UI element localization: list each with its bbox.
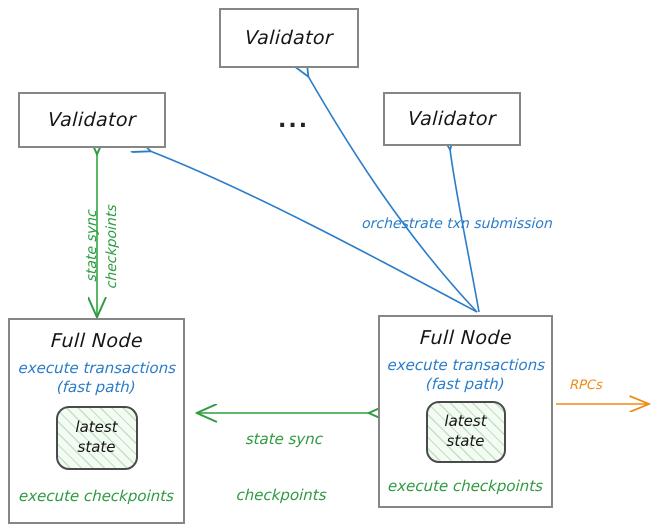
fullnode-right-box[interactable]: Full Node execute transactions (fast pat… [378, 315, 553, 508]
fullnode-left-box[interactable]: Full Node execute transactions (fast pat… [8, 318, 185, 524]
edge-label-state-sync-vertical-line2: checkpoints [104, 204, 120, 289]
edge-label-state-sync-horizontal: state sync checkpoints [223, 392, 343, 526]
fullnode-left-fastpath-line1: execute transactions [17, 359, 177, 377]
fullnode-left-latest-state-store[interactable]: latest state [55, 405, 138, 470]
fullnode-right-fastpath-line2: (fast path) [425, 374, 505, 393]
edge-label-state-sync-horizontal-line2: checkpoints [236, 485, 328, 504]
edge-label-orchestrate-txn-submission: orchestrate txn submission [361, 216, 554, 232]
fullnode-right-execute-checkpoints-label: execute checkpoints [387, 476, 544, 495]
fullnode-left-store-line2: state [77, 437, 116, 456]
validator-right-box[interactable]: Validator [383, 92, 521, 146]
edge-label-state-sync-vertical-line1: state sync [84, 208, 100, 282]
fullnode-right-store-line1: latest [444, 412, 487, 430]
fullnode-right-fastpath-line1: execute transactions [386, 356, 546, 374]
fullnode-left-execute-checkpoints-label: execute checkpoints [18, 486, 175, 505]
fullnode-left-fastpath-label: execute transactions (fast path) [17, 359, 176, 397]
fullnode-left-fastpath-line2: (fast path) [56, 377, 136, 396]
edge-label-rpcs: RPCs [569, 378, 604, 393]
edge-label-state-sync-horizontal-line1: state sync [245, 429, 324, 448]
fullnode-right-fastpath-label: execute transactions (fast path) [386, 356, 545, 394]
validator-right-label: Validator [407, 108, 497, 130]
validator-top-label: Validator [244, 27, 334, 49]
validators-ellipsis: ... [278, 108, 310, 133]
fullnode-right-store-line2: state [446, 431, 485, 450]
validator-left-box[interactable]: Validator [18, 92, 166, 148]
validator-left-label: Validator [47, 109, 137, 131]
fullnode-left-title: Full Node [49, 330, 144, 352]
fullnode-left-store-line1: latest [75, 418, 118, 436]
fullnode-right-latest-state-store[interactable]: latest state [425, 400, 506, 463]
validator-top-box[interactable]: Validator [219, 8, 359, 68]
fullnode-right-title: Full Node [418, 327, 513, 349]
